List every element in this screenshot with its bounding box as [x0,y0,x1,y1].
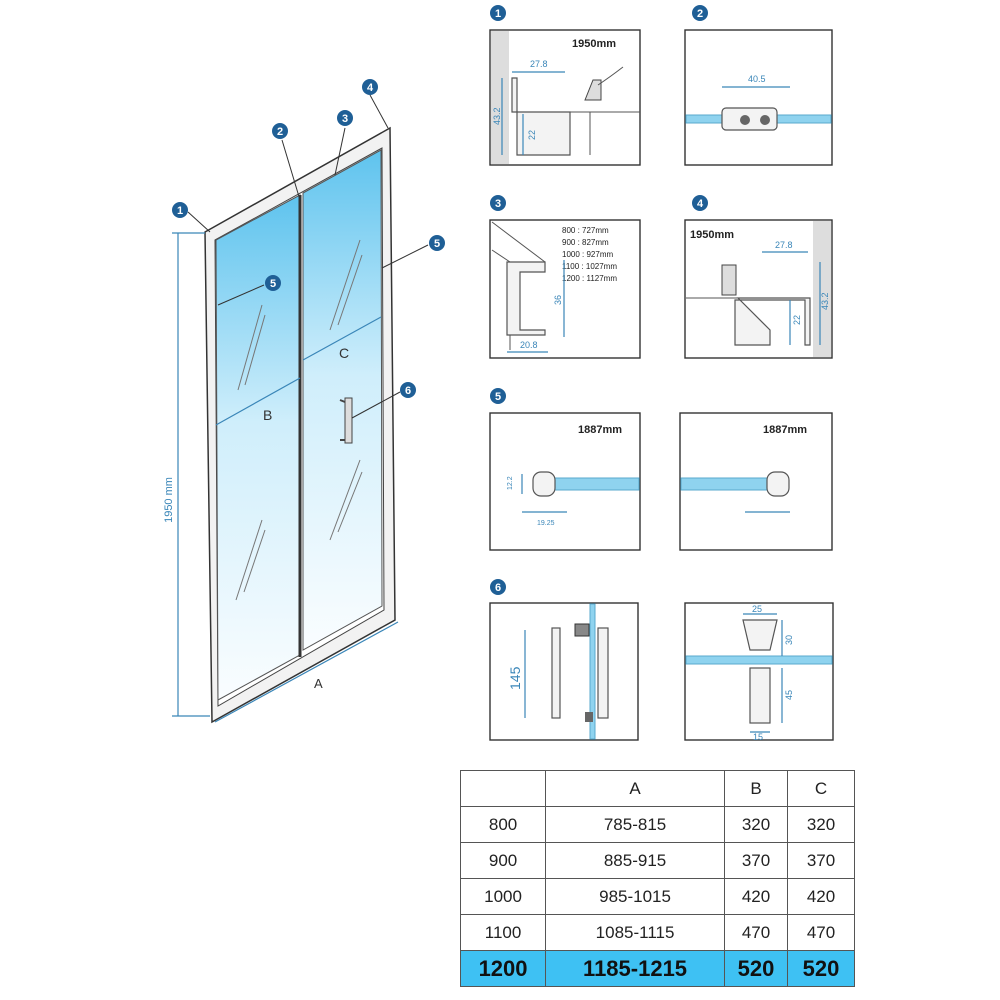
svg-text:45: 45 [784,690,794,700]
table-cell: 420 [787,878,855,915]
detail-5: 5 1887mm 12.2 19.25 1887mm [489,388,833,551]
marker-4: 4 [362,79,378,95]
svg-text:1887mm: 1887mm [578,424,622,436]
table-cell: 1000 [459,878,547,915]
svg-text:1950mm: 1950mm [690,229,734,241]
table-cell: 420 [724,878,788,915]
svg-text:27.8: 27.8 [775,240,793,250]
width-label-a: A [314,676,323,691]
svg-text:800 : 727mm: 800 : 727mm [562,226,609,235]
table-header: C [787,770,855,807]
detail-2: 2 40.5 [684,5,833,166]
table-cell: 520 [787,950,855,987]
table-cell: 785-815 [545,806,725,843]
marker-6: 6 [400,382,416,398]
svg-text:1: 1 [177,205,183,217]
svg-text:900 : 827mm: 900 : 827mm [562,238,609,247]
svg-text:2: 2 [697,8,703,20]
svg-text:25: 25 [752,604,762,614]
svg-text:5: 5 [434,238,440,250]
table-cell: 320 [724,806,788,843]
panel-label-b: B [263,407,272,423]
svg-text:15: 15 [753,732,763,742]
detail-3: 3 800 : 727mm 900 : 827mm 1000 : 927mm 1… [489,195,641,359]
svg-text:1950mm: 1950mm [572,38,616,50]
svg-text:5: 5 [270,278,276,290]
table-header [459,770,547,807]
height-dimension-label: 1950 mm [163,477,175,523]
door-handle [339,397,353,444]
svg-text:4: 4 [697,198,704,210]
panel-label-c: C [339,345,349,361]
table-cell: 370 [724,842,788,879]
table-header-row: A B C [459,770,855,807]
svg-text:22: 22 [792,315,802,325]
svg-text:1100 : 1027mm: 1100 : 1027mm [562,262,617,271]
table-cell: 885-915 [545,842,725,879]
marker-5-right: 5 [429,235,445,251]
detail-1: 1 1950mm 27.8 43.2 22 [489,5,641,166]
svg-text:4: 4 [367,82,374,94]
table-cell: 470 [787,914,855,951]
table-cell: 320 [787,806,855,843]
svg-text:1000 : 927mm: 1000 : 927mm [562,250,613,259]
svg-text:43.2: 43.2 [492,107,502,125]
detail-6: 6 145 25 30 45 15 [489,579,834,742]
svg-text:27.8: 27.8 [530,59,548,69]
svg-text:1200 : 1127mm: 1200 : 1127mm [562,274,617,283]
svg-text:2: 2 [277,126,283,138]
table-cell: 370 [787,842,855,879]
svg-text:3: 3 [342,113,348,125]
table-cell: 520 [724,950,788,987]
detail-4: 4 1950mm 27.8 43.2 22 [684,195,833,359]
table-cell: 1085-1115 [545,914,725,951]
svg-text:145: 145 [507,666,523,690]
shower-door-drawing: 1950 mm A B C 1 2 3 4 5 5 6 [163,79,445,724]
svg-text:12.2: 12.2 [507,476,514,490]
table-cell: 900 [459,842,547,879]
svg-text:19.25: 19.25 [537,520,555,527]
glass-panel-left [215,194,301,701]
marker-3: 3 [337,110,353,126]
svg-text:40.5: 40.5 [748,74,766,84]
svg-text:43.2: 43.2 [820,292,830,310]
svg-text:6: 6 [495,582,501,594]
svg-text:5: 5 [495,391,501,403]
table-cell: 985-1015 [545,878,725,915]
svg-text:3: 3 [495,198,501,210]
table-header: B [724,770,788,807]
marker-2: 2 [272,123,288,139]
svg-text:1887mm: 1887mm [763,424,807,436]
table-cell: 1200 [459,950,547,987]
table-cell: 1100 [459,914,547,951]
svg-text:1: 1 [495,8,501,20]
table-header: A [545,770,725,807]
table-cell: 1185-1215 [545,950,725,987]
marker-5-left: 5 [265,275,281,291]
svg-text:30: 30 [784,635,794,645]
svg-text:20.8: 20.8 [520,340,538,350]
table-cell: 470 [724,914,788,951]
table-cell: 800 [459,806,547,843]
svg-text:22: 22 [527,130,537,140]
svg-text:36: 36 [553,295,563,305]
svg-text:6: 6 [405,385,411,397]
marker-1: 1 [172,202,188,218]
